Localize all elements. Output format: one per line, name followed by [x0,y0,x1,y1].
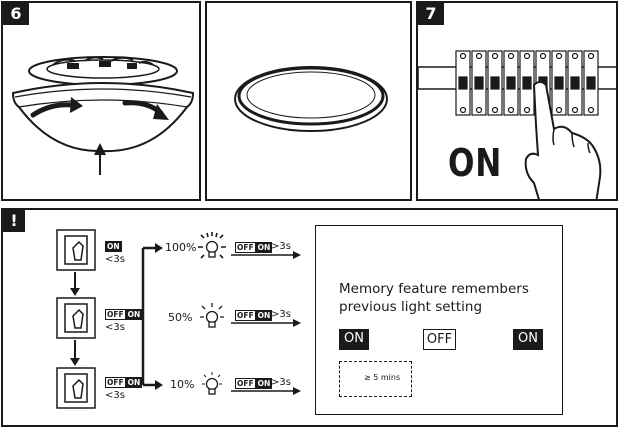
breaker-toggle [522,76,532,90]
wall-switch-1 [56,229,96,271]
brightness-50-label: 50% [168,311,193,324]
switch-1-duration: <3s [105,254,125,265]
memory-note-text: Memory feature remembers previous light … [339,280,559,316]
wall-switch-3 [56,367,96,409]
step-7-panel: 7 ON [416,1,618,201]
switch-sequence-diagram [56,229,502,409]
level-10-hold: >3s [271,377,291,388]
breaker-screw-top [507,52,515,60]
breaker-toggle [586,76,596,90]
sequence-on-2: ON [513,329,543,350]
timer-label: ≥ 5 mins [364,373,401,382]
step-7-badge: 7 [418,3,444,25]
breaker-screw-bottom [571,106,579,114]
rotate-arrow-left [30,102,76,118]
mounted-lamp-panel [205,1,412,201]
breaker-screw-top [491,52,499,60]
breaker-screw-top [555,52,563,60]
wall-switch-2 [56,297,96,339]
mounted-lamp-illustration [234,66,388,132]
breaker-toggle [570,76,580,90]
breaker-toggle [554,76,564,90]
breaker-screw-bottom [507,106,515,114]
bulb-icon-100 [198,232,226,259]
memory-note-line-1: Memory feature remembers [339,281,529,297]
breaker-toggle [458,76,468,90]
sequence-on-1: ON [339,329,369,350]
step-6-badge: 6 [3,3,29,25]
brightness-10-label: 10% [170,378,195,391]
breaker-screw-top [539,52,547,60]
level-100-hold: >3s [271,241,291,252]
switch-3-duration: <3s [105,390,125,401]
circuit-breaker-illustration [418,50,616,199]
step-6-panel: 6 [1,1,201,201]
breaker-screw-top [459,52,467,60]
breaker-toggle [490,76,500,90]
breaker-screw-bottom [491,106,499,114]
breaker-screw-bottom [587,106,595,114]
breaker-screw-bottom [459,106,467,114]
memory-note-box [315,225,563,415]
sequence-off: OFF [423,329,456,350]
breaker-toggle [506,76,516,90]
breaker-screw-top [523,52,531,60]
breaker-screw-bottom [475,106,483,114]
bulb-icon-10 [202,372,222,395]
breaker-screw-bottom [555,106,563,114]
breaker-screw-top [475,52,483,60]
timer-box [339,361,412,397]
breaker-screw-top [587,52,595,60]
power-on-label: ON [448,141,503,185]
bulb-icon-50 [200,303,224,328]
ceiling-lamp-mounting-illustration [11,56,195,175]
switch-2-duration: <3s [105,322,125,333]
notice-panel: ! [1,208,618,427]
brightness-100-label: 100% [165,241,197,254]
notice-badge: ! [3,210,25,232]
level-50-hold: >3s [271,309,291,320]
switch-1-state: ON [105,241,122,252]
memory-note-line-2: previous light setting [339,299,483,315]
breaker-screw-bottom [523,106,531,114]
breaker-toggle [474,76,484,90]
breaker-screw-top [571,52,579,60]
